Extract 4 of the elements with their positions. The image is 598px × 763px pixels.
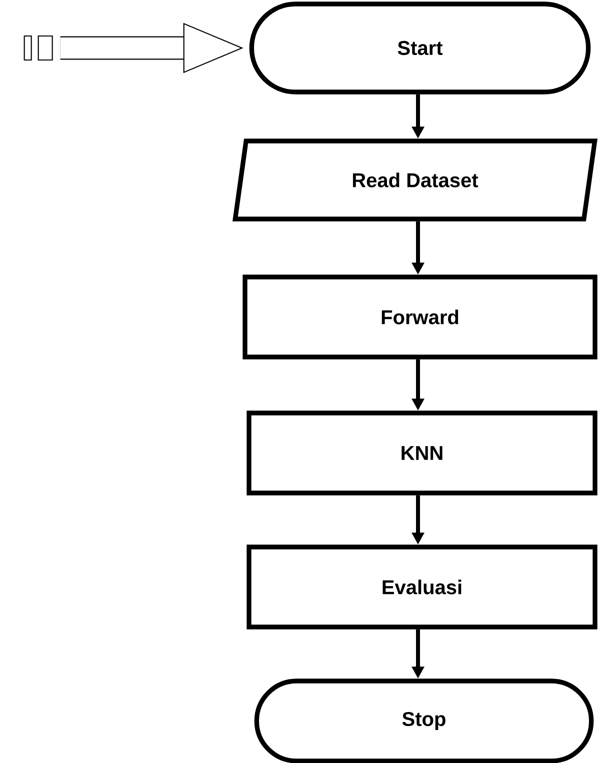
process-box: Forward bbox=[242, 274, 598, 360]
process-box: Evaluasi bbox=[246, 544, 598, 630]
process-box: KNN bbox=[246, 410, 598, 496]
data-parallelogram: Read Dataset bbox=[232, 138, 598, 222]
